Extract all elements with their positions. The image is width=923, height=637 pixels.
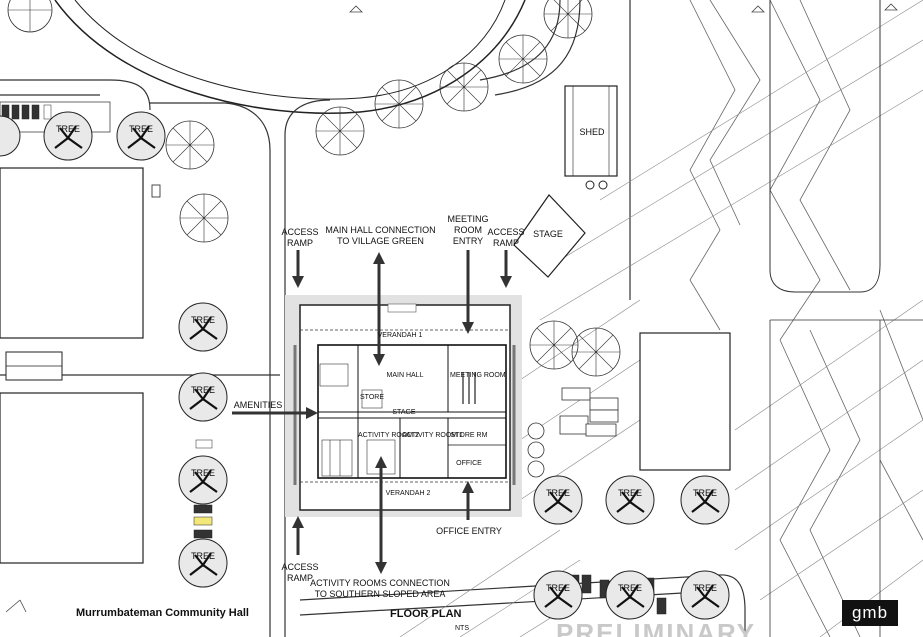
label-meeting-room-entry: MEETING ROOM ENTRY [447,214,489,246]
tree-label: TREE [55,124,80,134]
label-stage: STAGE [533,229,563,239]
room-meeting-room: MEETING ROOM [450,372,506,379]
tree-label: TREE [692,583,717,593]
direction-arrows [232,250,512,574]
room-store: STORE [360,394,384,401]
drawing-title: FLOOR PLAN [390,608,462,620]
diagonal-hatching [399,0,923,637]
label-shed: SHED [579,127,605,137]
project-title: Murrumbateman Community Hall [76,607,249,619]
room-store-rm: STORE RM [450,432,488,439]
contour-lines [689,0,923,637]
company-logo: gmb [842,600,898,626]
label-access-ramp-sw: ACCESS RAMP [281,562,319,583]
tree-label: TREE [545,583,570,593]
tree-label: TREE [692,488,717,498]
scale-note: NTS [455,625,469,632]
meeting-room-tables [462,372,476,404]
path-steps [559,387,619,437]
tree-label: TREE [128,124,153,134]
tree-label: TREE [190,468,215,478]
tree-label: TREE [190,385,215,395]
room-stage: STAGE [392,409,416,416]
village-green-oval [54,0,526,114]
label-access-ramp-nw: ACCESS RAMP [281,227,319,248]
existing-building-south [0,392,144,564]
east-building [639,332,731,471]
tree-label: TREE [190,315,215,325]
bollards [527,422,545,478]
tree-label: TREE [545,488,570,498]
stage-structure [513,194,586,278]
tree-label: TREE [617,583,642,593]
existing-building-north [0,167,144,339]
label-office-entry: OFFICE ENTRY [436,526,502,536]
room-verandah-1: VERANDAH 1 [377,332,423,339]
tree-label: TREE [617,488,642,498]
tree-branch-texture [54,125,720,608]
label-amenities: AMENITIES [233,400,283,410]
room-activity-room-1: ACTIVITY ROOM 1 [402,432,463,439]
tree-label: TREE [190,551,215,561]
trees-open [7,0,621,377]
room-activity-room-2: ACTIVITY ROOM 2 [358,432,419,439]
preliminary-watermark: PRELIMINARY [556,618,757,637]
shed-structure [564,85,618,190]
room-main-hall: MAIN HALL [386,372,424,379]
proposed-community-hall [285,295,522,517]
label-main-hall-connection: MAIN HALL CONNECTION TO VILLAGE GREEN [325,225,436,246]
room-verandah-2: VERANDAH 2 [385,490,431,497]
right-green-band [769,0,881,293]
label-activity-rooms-connection: ACTIVITY ROOMS CONNECTION TO SOUTHERN SL… [310,578,450,599]
label-access-ramp-ne: ACCESS RAMP [487,227,525,248]
room-office: OFFICE [456,460,482,467]
roads [0,0,746,637]
